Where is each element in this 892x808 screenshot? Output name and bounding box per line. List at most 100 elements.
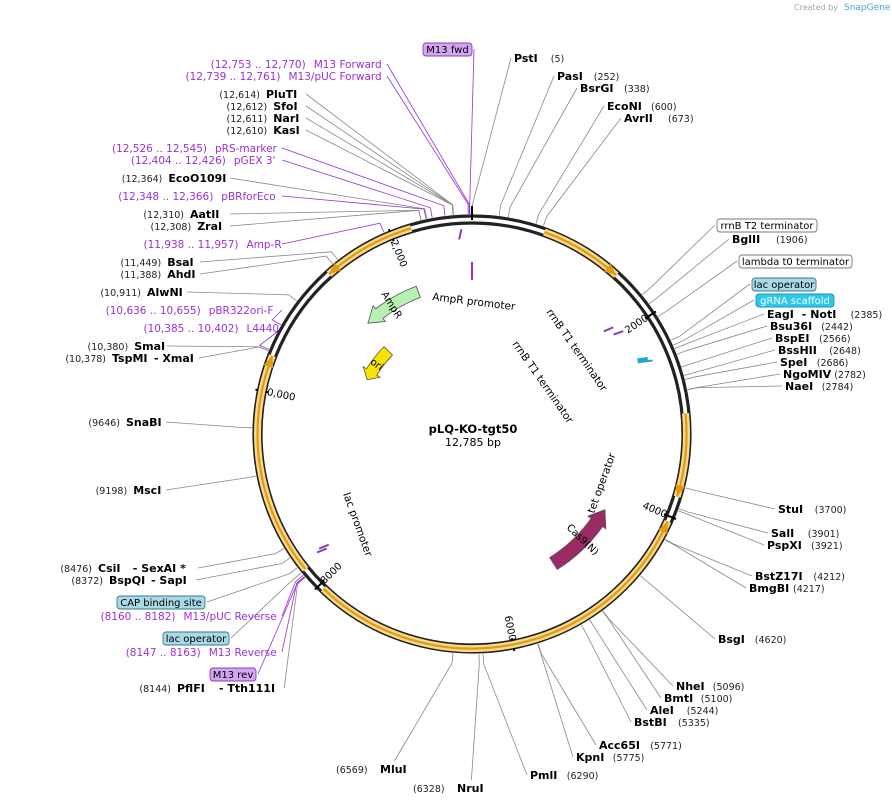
site-position: (10,380) — [88, 342, 129, 353]
leader-line — [640, 575, 716, 640]
site-position: (2648) — [829, 346, 861, 357]
site-name: SalI — [771, 527, 794, 540]
leader-line — [670, 283, 751, 341]
box-grna-scaffold: gRNA scaffold — [755, 293, 835, 308]
primer-position: (8160 .. 8182) — [101, 611, 176, 623]
leader-line — [165, 421, 253, 429]
feature-cas9-n — [549, 509, 607, 570]
box-text: gRNA scaffold — [760, 296, 830, 307]
site-position: (12,310) — [143, 210, 184, 221]
box-lac-operator: lac operator — [162, 631, 230, 646]
box-lac-operator: lac operator — [751, 277, 817, 292]
inner-mark — [603, 326, 614, 333]
feature-ampr — [367, 285, 421, 324]
label-msci: (9198)MscI — [96, 484, 162, 497]
site-position: (12,612) — [227, 102, 268, 113]
leader-line — [507, 87, 578, 218]
site-position: (12,614) — [219, 90, 260, 101]
tick-label: 2000 — [623, 313, 650, 336]
primer-position: (12,348 .. 12,366) — [118, 191, 213, 203]
site-name: BglII — [732, 233, 760, 246]
site-name: BstZ17I — [755, 570, 803, 583]
leader-line — [472, 57, 512, 215]
site-name: PluTI — [266, 88, 297, 101]
box-text: rrnB T2 terminator — [720, 221, 814, 232]
label-econi: EcoNI(600) — [607, 100, 677, 113]
orf-arrowhead — [604, 263, 617, 276]
site-name: BsrGI — [580, 82, 613, 95]
label-bstz17i: BstZ17I (4212) — [755, 570, 845, 583]
backbone-inner — [259, 221, 685, 647]
site-position: (5244) — [687, 706, 719, 717]
leader-line — [498, 75, 555, 216]
inner-mark — [458, 229, 463, 240]
site-name: KasI — [273, 124, 300, 137]
leader-line — [229, 177, 428, 219]
inner-label-tet-operator: tet operator — [586, 451, 619, 515]
leader-line — [258, 327, 283, 350]
leader-line — [673, 299, 755, 346]
leader-line — [589, 619, 648, 711]
leader-line — [471, 653, 480, 781]
site-position: (6569) — [336, 765, 368, 776]
site-position: (11,388) — [121, 270, 162, 281]
site-name: EcoNI — [607, 100, 642, 113]
label-bsgi: BsgI(4620) — [718, 633, 786, 646]
site-name: SnaBI — [126, 416, 162, 429]
site-name-2: - SexAI * — [133, 562, 186, 575]
site-position: (2784) — [822, 382, 854, 393]
leader-line — [687, 385, 783, 391]
site-position: (9198) — [96, 486, 128, 497]
site-position: (10,378) — [65, 354, 106, 365]
label-m13-puc-forward: (12,739 .. 12,761)M13/pUC Forward — [185, 71, 381, 83]
leader-line — [229, 209, 422, 227]
site-name-2: - SapI — [151, 574, 187, 587]
orf-arrow-halo — [254, 354, 309, 572]
label-pflfi: (8144)PflFI- Tth111I — [139, 682, 275, 695]
leader-line — [648, 238, 730, 304]
site-position: (4217) — [793, 584, 825, 595]
leader-line — [469, 48, 475, 215]
site-position: (4212) — [813, 572, 845, 583]
leader-line — [641, 224, 716, 295]
site-position: (3901) — [808, 529, 840, 540]
inner-label-ampr-promoter: AmpR promoter — [432, 291, 517, 313]
box-text: lambda t0 terminator — [742, 257, 850, 268]
site-name: BsgI — [718, 633, 745, 646]
label-pbrforeco: (12,348 .. 12,366) pBRforEco — [118, 191, 275, 203]
primer-position: (12,526 .. 12,545) — [112, 143, 207, 155]
box-bg — [162, 631, 230, 646]
site-name: BssHII — [778, 344, 817, 357]
orf-arrow — [256, 355, 307, 570]
label-kasi: (12,610)KasI — [227, 124, 300, 137]
site-position: (2782) — [834, 370, 866, 381]
leader-line — [199, 251, 339, 263]
site-name: StuI — [778, 503, 803, 516]
site-name: AleI — [650, 704, 674, 717]
orf-arrowhead — [675, 484, 686, 497]
leader-line — [195, 557, 291, 581]
label-pmli: PmlI (6290) — [530, 769, 598, 782]
site-name: EagI — [767, 308, 794, 321]
box-bg — [209, 667, 257, 682]
site-name: NaeI — [785, 380, 813, 393]
label-naei: NaeI (2784) — [785, 380, 853, 393]
inner-mark — [318, 543, 330, 550]
inner-label-rrnb-t1-terminator: rrnB T1 terminator — [544, 307, 610, 394]
site-position: (252) — [594, 72, 620, 83]
box-bg — [738, 254, 853, 269]
site-position: (6290) — [567, 771, 599, 782]
site-position: (8144) — [139, 684, 171, 695]
site-name: PspXI — [767, 539, 802, 552]
inner-mark — [637, 356, 649, 364]
site-name: CsiI — [98, 562, 120, 575]
site-position: (3921) — [811, 541, 843, 552]
box-rrnb-t2-terminator: rrnB T2 terminator — [716, 218, 818, 233]
label-pluti: (12,614) PluTI — [219, 88, 297, 101]
site-name: PmlI — [530, 769, 557, 782]
primer-name: pBRforEco — [221, 191, 275, 203]
label-nari: (12,611)NarI — [227, 112, 300, 125]
site-position: (2686) — [817, 358, 849, 369]
site-position: (9646) — [88, 418, 120, 429]
